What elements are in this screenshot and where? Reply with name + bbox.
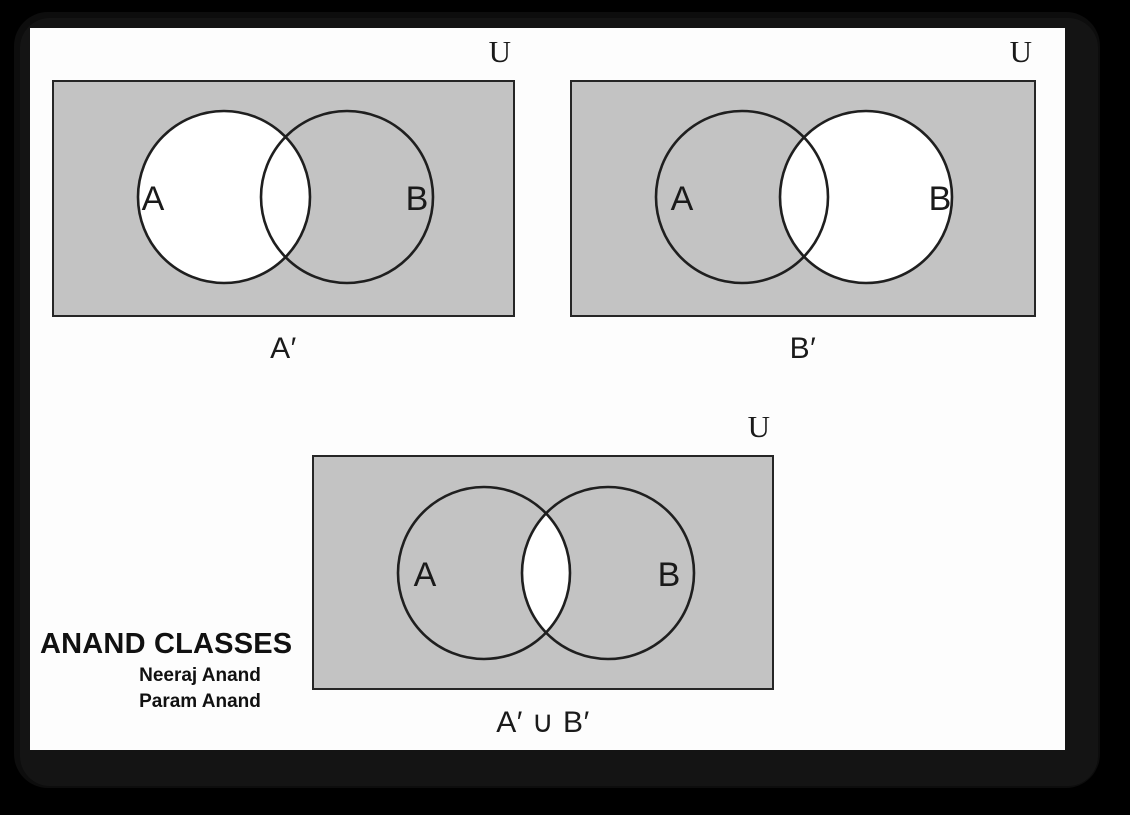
venn-shapes-3: A B	[314, 457, 772, 688]
venn-diagram-a-complement-union-b-complement: U	[312, 411, 774, 739]
universe-label-3: U	[747, 409, 770, 444]
watermark: ANAND CLASSES Neeraj Anand Param Anand	[38, 628, 338, 713]
worksheet-page: U A	[30, 28, 1065, 750]
venn-shapes-2: A B	[572, 82, 1034, 315]
set-a-label-1: A	[142, 180, 165, 218]
caption-a-complement-union-b-complement: A′ ∪ B′	[496, 706, 590, 739]
caption-a-complement: A′	[270, 332, 297, 365]
universe-label-2: U	[1009, 34, 1032, 69]
venn-diagram-b-complement: U A B	[570, 36, 1036, 365]
caption-b-complement: B′	[789, 332, 817, 365]
set-a-label-2: A	[671, 180, 694, 218]
universe-label-1: U	[488, 34, 511, 69]
set-a-label-3: A	[414, 556, 437, 594]
venn-diagram-a-complement: U A	[52, 36, 515, 365]
watermark-title: ANAND CLASSES	[40, 628, 293, 660]
venn-shapes-1: A B	[54, 82, 513, 315]
set-b-label-2: B	[929, 180, 952, 218]
set-b-label-1: B	[406, 180, 429, 218]
watermark-author-2: Param Anand	[139, 691, 261, 712]
watermark-author-1: Neeraj Anand	[139, 665, 261, 686]
set-b-label-3: B	[658, 556, 681, 594]
